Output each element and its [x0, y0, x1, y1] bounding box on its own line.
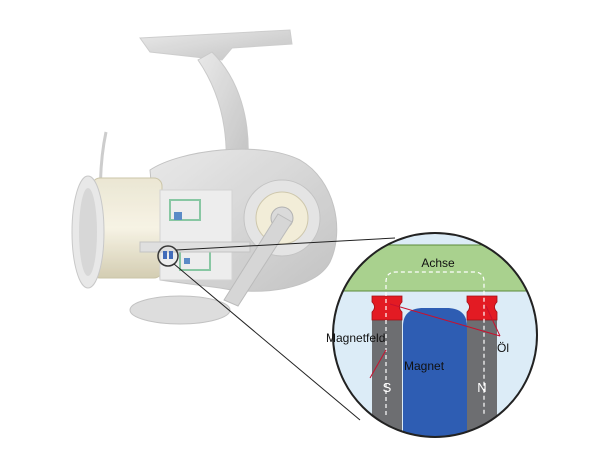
reel-foot: [139, 29, 293, 61]
magnified-detail: Achse Magnetfeld Magnet Öl S N: [326, 232, 538, 438]
rotor-cup: [129, 295, 231, 325]
label-south-pole: S: [383, 380, 392, 395]
label-oil: Öl: [497, 341, 509, 355]
magnetic-field-path: [385, 271, 485, 415]
oil-seal-right: [466, 295, 498, 321]
oil-seal-left: [371, 295, 403, 321]
label-north-pole: N: [477, 380, 486, 395]
label-axis: Achse: [421, 256, 455, 270]
magnet-block: [403, 308, 467, 437]
drive-shaft: [139, 241, 251, 253]
magnify-circle: [332, 232, 538, 438]
pole-piece-south: [372, 318, 402, 437]
label-magnet-field: Magnetfeld: [326, 331, 385, 345]
leader-line-bottom: [173, 263, 361, 421]
magnify-marker: [157, 245, 179, 267]
fishing-reel: [71, 29, 338, 325]
crank-arm: [223, 213, 293, 307]
pole-piece-north: [467, 318, 497, 437]
label-magnet: Magnet: [404, 359, 445, 373]
leader-line-top: [175, 237, 396, 251]
